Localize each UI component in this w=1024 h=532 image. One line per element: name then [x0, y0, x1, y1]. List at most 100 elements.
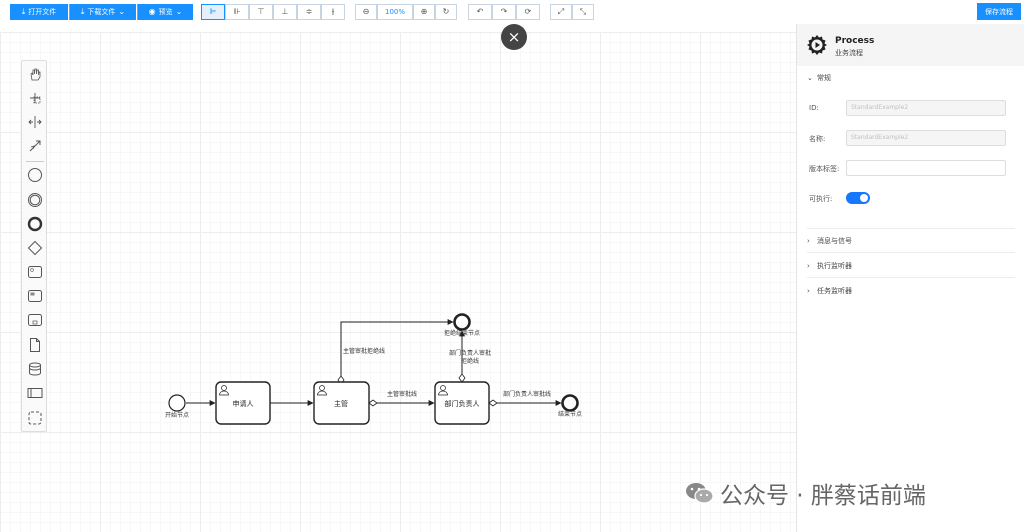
start-event-tool[interactable]	[26, 166, 44, 184]
chevron-right-icon: ›	[807, 287, 810, 295]
version-input[interactable]	[846, 160, 1006, 176]
task-tool[interactable]	[26, 263, 44, 281]
close-button[interactable]: ×	[501, 24, 527, 50]
section-exec-listeners[interactable]: ›执行监听器	[807, 261, 1015, 271]
reset-zoom-button[interactable]: ↻	[435, 4, 457, 20]
gateway-tool[interactable]	[26, 239, 44, 257]
connect-tool[interactable]	[26, 137, 44, 155]
pool-tool[interactable]	[26, 384, 44, 402]
flow-dept-reject-label-line1: 部门负责人审批	[449, 349, 491, 357]
fullscreen-button[interactable]: ⤢	[550, 4, 572, 20]
divider	[807, 228, 1015, 229]
hand-icon	[30, 68, 41, 81]
align-bottom-button[interactable]: ⊥	[273, 4, 297, 20]
user-task-icon	[317, 385, 327, 396]
section-messages[interactable]: › 消息与信号	[807, 236, 1015, 246]
save-process-button[interactable]: 保存流程	[977, 3, 1021, 20]
align-left-button[interactable]: ⊫	[201, 4, 225, 20]
eye-icon: ◉	[148, 7, 156, 16]
align-top-button[interactable]: ⊤	[249, 4, 273, 20]
flow-supervisor-reject-label: 主管审批拒绝线	[343, 347, 385, 355]
start-event-icon	[28, 168, 42, 182]
intermediate-event-tool[interactable]	[26, 191, 44, 209]
space-tool[interactable]	[26, 113, 44, 131]
end-event[interactable]	[561, 394, 579, 412]
wechat-icon	[686, 483, 714, 504]
exit-fullscreen-button[interactable]: ⤡	[572, 4, 594, 20]
watermark: 公众号 · 胖蔡话前端	[684, 476, 926, 510]
end-event-tool[interactable]	[26, 215, 44, 233]
reject-end-event-label: 拒绝结束节点	[444, 329, 480, 337]
zoom-in-button[interactable]: ⊕	[413, 4, 435, 20]
start-event[interactable]	[168, 394, 186, 412]
open-file-label: 打开文件	[28, 8, 57, 16]
align-center-button[interactable]: ⫲	[321, 4, 345, 20]
id-input[interactable]: StandardExample2	[846, 100, 1006, 116]
version-label: 版本标签:	[809, 165, 840, 173]
chevron-right-icon: ›	[807, 237, 810, 245]
compress-icon: ⤡	[579, 7, 587, 16]
panel-header: Process 业务流程	[797, 24, 1024, 66]
task-supervisor-label: 主管	[334, 399, 348, 408]
subprocess-tool[interactable]	[26, 287, 44, 305]
pool-icon	[27, 388, 43, 398]
executable-label: 可执行:	[809, 195, 833, 203]
diagram-canvas[interactable]: 开始节点 申请人 主管 部门负责人 结束节点 拒绝结束节点 主管审批拒绝线 主管…	[0, 32, 796, 532]
preview-button[interactable]: ◉ 预览 ⌄	[137, 4, 193, 20]
align-left-icon: ⊫	[209, 7, 217, 16]
data-store-tool[interactable]	[26, 360, 44, 378]
reject-end-event[interactable]	[453, 313, 471, 331]
restart-button[interactable]: ⟳	[516, 4, 540, 20]
undo-button[interactable]: ↶	[468, 4, 492, 20]
flow-supervisor-reject[interactable]	[340, 319, 454, 376]
executable-toggle[interactable]	[846, 192, 870, 204]
panel-subtitle: 业务流程	[835, 49, 863, 57]
lasso-icon	[30, 93, 41, 104]
section-task-listeners[interactable]: ›任务监听器	[807, 286, 1015, 296]
align-top-icon: ⊤	[257, 7, 265, 16]
divider	[807, 252, 1015, 253]
chevron-down-icon: ⌄	[175, 7, 183, 16]
task-applicant[interactable]	[215, 381, 271, 425]
section-messages-label: 消息与信号	[817, 237, 852, 245]
subprocess-icon	[28, 290, 42, 302]
name-input[interactable]: StandardExample2	[846, 130, 1006, 146]
task-applicant-label: 申请人	[233, 399, 254, 408]
redo-icon: ↷	[500, 7, 508, 16]
task-dept-head-label: 部门负责人	[445, 399, 480, 408]
bpmn-diagram: 开始节点 申请人 主管 部门负责人 结束节点 拒绝结束节点 主管审批拒绝线 主管…	[165, 313, 582, 425]
space-tool-icon	[28, 116, 42, 128]
properties-panel: Process 业务流程 ⌄常规 ID: StandardExample2 名称…	[796, 24, 1024, 532]
lasso-tool[interactable]	[26, 89, 44, 107]
section-general-label: 常规	[817, 74, 831, 82]
watermark-text: 公众号 · 胖蔡话前端	[720, 483, 926, 509]
id-label: ID:	[809, 104, 819, 112]
zoom-in-icon: ⊕	[420, 7, 428, 16]
open-file-button[interactable]: ⤓ 打开文件	[10, 4, 68, 20]
gateway-icon	[27, 240, 43, 256]
task-supervisor[interactable]	[313, 381, 370, 425]
divider	[807, 277, 1015, 278]
download-file-button[interactable]: ⤓ 下载文件 ⌄	[69, 4, 136, 20]
hand-tool[interactable]	[26, 65, 44, 83]
collapsed-subprocess-tool[interactable]	[26, 311, 44, 329]
redo-button[interactable]: ↷	[492, 4, 516, 20]
top-toolbar: ⤓ 打开文件 ⤓ 下载文件 ⌄ ◉ 预览 ⌄ ⊫ ⊪ ⊤ ⊥ ≑ ⫲ ⊖ 100…	[0, 0, 1024, 24]
connect-icon	[29, 140, 41, 152]
zoom-level[interactable]: 100%	[377, 4, 413, 20]
database-icon	[29, 362, 41, 376]
group-tool[interactable]	[26, 409, 44, 427]
zoom-out-button[interactable]: ⊖	[355, 4, 377, 20]
flow-dept-approve-label: 部门负责人审批线	[503, 390, 551, 398]
section-general[interactable]: ⌄常规	[807, 73, 1015, 83]
panel-title: Process	[835, 36, 875, 46]
data-object-tool[interactable]	[26, 336, 44, 354]
align-right-icon: ⊪	[233, 7, 241, 16]
tool-palette	[21, 60, 47, 432]
task-dept-head[interactable]	[434, 381, 490, 425]
align-center-icon: ⫲	[331, 7, 335, 16]
align-middle-button[interactable]: ≑	[297, 4, 321, 20]
align-right-button[interactable]: ⊪	[225, 4, 249, 20]
end-event-label: 结束节点	[558, 410, 582, 418]
document-icon	[30, 338, 40, 352]
